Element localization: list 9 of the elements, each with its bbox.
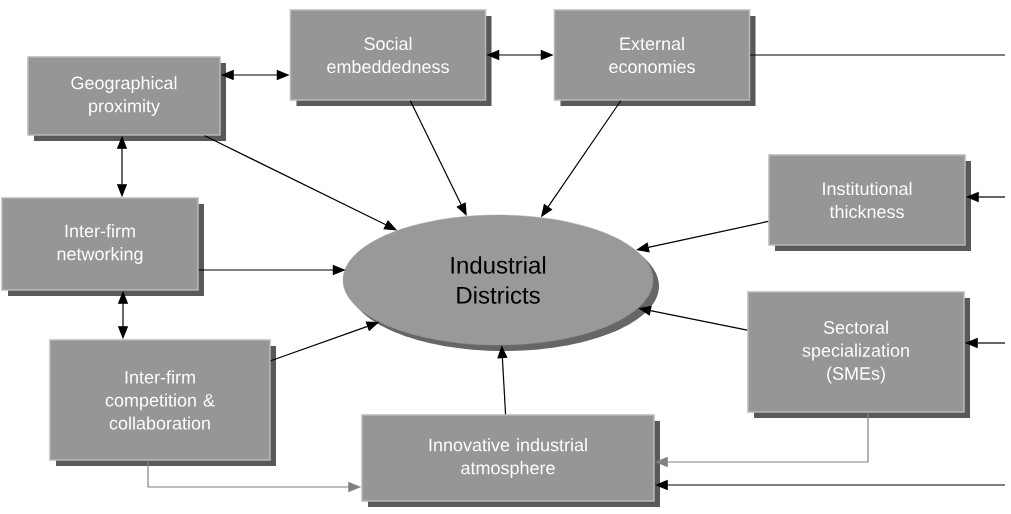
oval: Industrial Districts (342, 214, 659, 351)
process-box: Geographical proximity (27, 56, 226, 141)
process-box: Inter-firm networking (1, 197, 204, 296)
process-box: Sectoral specialization (SMEs) (747, 291, 970, 418)
process-box: Inter-firm competition & collaboration (49, 339, 276, 466)
process-box: Social embeddedness (289, 9, 492, 106)
process-box: External economies (553, 9, 756, 106)
process-box: Institutional thickness (768, 154, 971, 251)
process-box: Innovative industrial atmosphere (361, 414, 660, 507)
